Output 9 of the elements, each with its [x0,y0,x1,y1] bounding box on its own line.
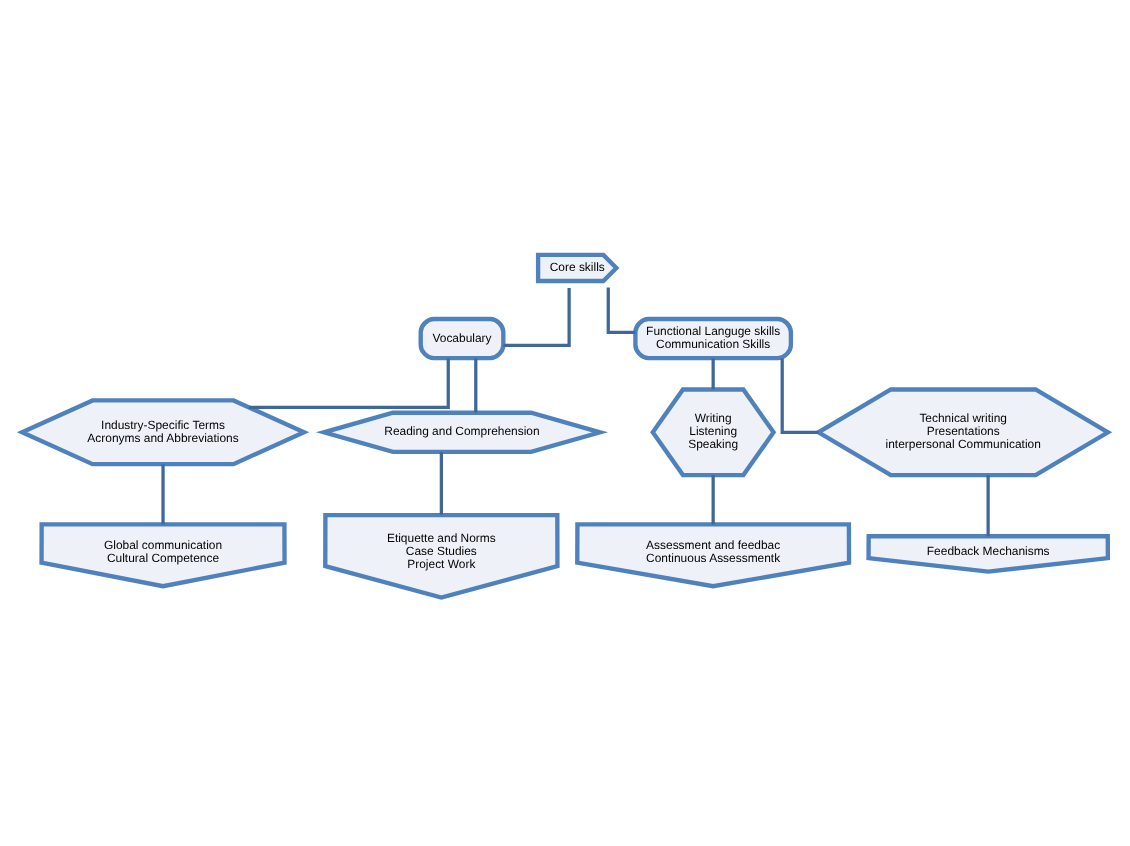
connector [249,358,450,409]
connector [161,464,165,525]
connector [711,358,715,390]
connector [780,358,819,435]
connector [986,475,990,537]
connector [503,287,571,348]
connector [439,452,443,515]
connector [474,358,478,413]
connector [711,475,715,525]
